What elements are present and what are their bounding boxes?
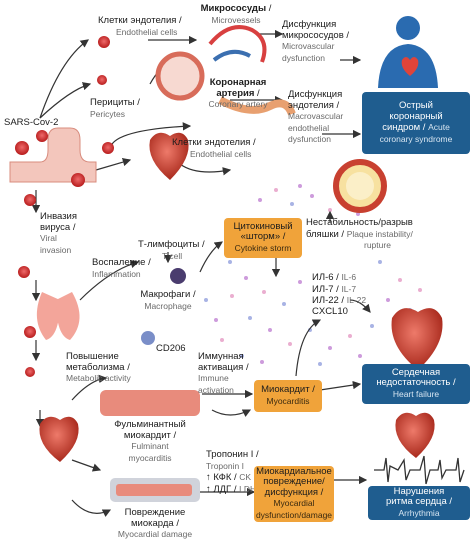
endothelial-top-label: Клетки эндотелия / Endothelial cells	[98, 15, 182, 37]
inflammation-label: Воспаление / Inflammation	[92, 257, 151, 279]
microvessel-graphic	[155, 25, 296, 116]
micro-dysfunction-label: Дисфункция микрососудов / Microvascular …	[282, 19, 350, 63]
markers-list: Тропонин I / Troponin I ↑ КФК / CK ↑ ЛДГ…	[206, 449, 259, 495]
tissue-graphics	[100, 390, 200, 502]
metabolism-label: Повышение метаболизма / Metabolic activi…	[66, 351, 131, 383]
cells-graphic	[141, 268, 186, 345]
coronary-artery-label: Коронарная артерия / Coronary artery	[208, 77, 268, 109]
myocarditis-box: Миокардит / Myocarditis	[254, 380, 322, 412]
macrophage-label: Макрофаги / Macrophage	[140, 289, 196, 311]
vessel-wall-graphic	[9, 127, 97, 183]
lungs-graphic	[36, 292, 80, 340]
myocardial-dysfunction-box: Миокардиальное повреждение/ дисфункция /…	[254, 466, 334, 522]
cytokines-list: ИЛ-6 / IL-6 ИЛ-7 / IL-7 ИЛ-22 / IL-22 CX…	[312, 272, 367, 317]
viral-invasion-label: Инвазия вируса / Viral invasion	[40, 211, 77, 255]
fulminant-label: Фульминантный миокардит / Fulminant myoc…	[114, 419, 186, 463]
cytokine-storm-box: Цитокиновый «шторм» / Cytokine storm	[224, 218, 302, 258]
plaque-graphic	[333, 159, 387, 213]
ecg-graphic	[374, 455, 465, 485]
cd206-label: CD206	[156, 343, 186, 354]
microvessels-label: Микрососуды / Microvessels	[200, 3, 272, 25]
virus-particles	[15, 36, 114, 377]
myocardial-damage-label: Повреждение миокарда / Myocardial damage	[117, 507, 193, 539]
tcell-label: Т-лимфоциты / T cell	[138, 239, 205, 261]
pericytes-label: Перициты / Pericytes	[90, 97, 140, 119]
arrows	[31, 29, 371, 517]
arrhythmia-box: Нарушения ритма сердца / Arrhythmia	[368, 486, 470, 520]
patient-graphic	[378, 16, 438, 88]
heart-failure-box: Сердечная недостаточность / Heart failur…	[362, 364, 470, 404]
endothelial-dysfunction-label: Дисфункция эндотелия / Macrovascular end…	[288, 89, 344, 144]
immune-activation-label: Иммунная активация / Immune activation	[198, 351, 249, 395]
endothelial-mid-label: Клетки эндотелия / Endothelial cells	[172, 137, 256, 159]
sars-label: SARS-Cov-2	[4, 117, 59, 128]
heart-graphics	[39, 132, 443, 462]
plaque-instability-label: Нестабильность/разрыв бляшки / Plaque in…	[306, 217, 413, 250]
acs-box: Острый коронарный синдром / Acute corona…	[362, 92, 470, 154]
